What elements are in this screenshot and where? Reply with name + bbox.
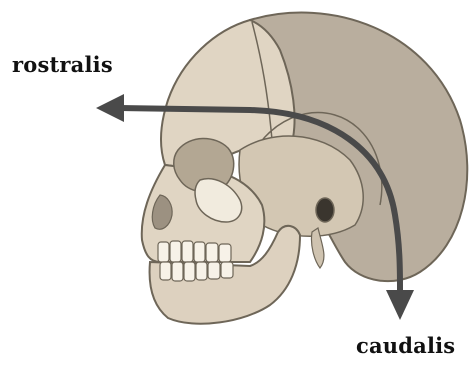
lower-teeth [160, 262, 233, 281]
rostral-arrowhead-icon [96, 94, 124, 122]
upper-teeth [158, 241, 231, 262]
caudal-arrowhead-icon [386, 290, 414, 320]
ear-canal [316, 198, 334, 222]
caudal-label: caudalis [356, 333, 455, 358]
rostral-label: rostralis [12, 52, 113, 77]
